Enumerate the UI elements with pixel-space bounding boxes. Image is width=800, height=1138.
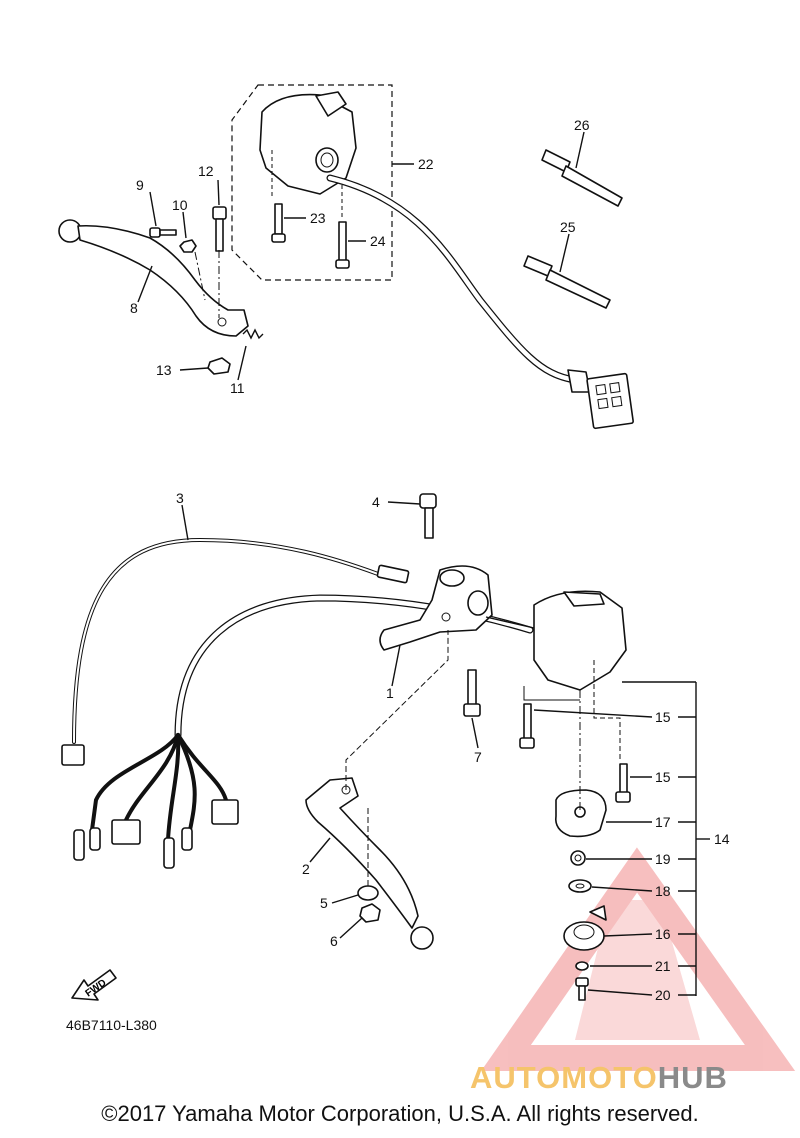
lever-holder-1: [379, 565, 493, 651]
cable-tie-26: [541, 149, 623, 207]
part-label-9: 9: [136, 177, 144, 193]
part-label-4: 4: [372, 494, 380, 510]
part-label-16: 16: [655, 926, 671, 942]
leader-lines: [137, 131, 710, 996]
watermark-text-2: HUB: [657, 1060, 728, 1095]
washer-19: [570, 850, 586, 866]
part-label-25: 25: [560, 219, 576, 235]
bolt-12: [212, 206, 227, 252]
connector-22: [567, 369, 634, 430]
part-label-2: 2: [302, 861, 310, 877]
part-label-14: 14: [714, 831, 730, 847]
part-label-17: 17: [655, 814, 671, 830]
part-label-24: 24: [370, 233, 386, 249]
switch-housing-14: [485, 590, 627, 691]
part-label-12: 12: [198, 163, 214, 179]
part-label-21: 21: [655, 958, 671, 974]
part-label-7: 7: [474, 749, 482, 765]
part-label-11: 11: [230, 380, 245, 396]
part-label-20: 20: [655, 987, 671, 1003]
screw-15-b: [615, 763, 631, 803]
collar-5: [357, 885, 379, 901]
watermark-brand: AUTOMOTOHUB: [470, 1060, 728, 1096]
screw-23: [271, 203, 286, 243]
screw-24: [335, 221, 350, 269]
switch-22-cable: [326, 174, 579, 384]
fwd-arrow-icon: FWD: [71, 969, 117, 1001]
cable-3-end-fitting: [61, 564, 410, 766]
spring-11: [242, 328, 264, 340]
nut-13: [207, 357, 231, 375]
diagram-code: 46B7110-L380: [66, 1017, 157, 1033]
lever-2: [305, 777, 434, 950]
part-label-8: 8: [130, 300, 138, 316]
cable-3: [72, 537, 380, 744]
cable-tie-25: [523, 255, 611, 309]
watermark-text-1: AUTOMOTO: [470, 1060, 658, 1095]
part-label-22: 22: [418, 156, 434, 172]
watermark-logo: [481, 847, 796, 1071]
switch-housing-22: [259, 91, 357, 220]
part-label-5: 5: [320, 895, 328, 911]
harness-wires: [73, 733, 239, 869]
washer-18: [568, 879, 592, 893]
bolt-4: [419, 493, 437, 539]
screw-20: [575, 977, 589, 1001]
part-label-19: 19: [655, 851, 671, 867]
part-label-3: 3: [176, 490, 184, 506]
part-label-26: 26: [574, 117, 590, 133]
part-label-10: 10: [172, 197, 188, 213]
screw-15-a: [519, 703, 535, 749]
part-labels: 12 9 10 8 13 11 23 24 22 26 25 3 4 1 7 2…: [130, 117, 730, 1003]
part-label-15b: 15: [655, 769, 671, 785]
part-label-1: 1: [386, 685, 394, 701]
nut-10: [179, 239, 197, 253]
part-label-13: 13: [156, 362, 172, 378]
assembly-22-dashed-box: [231, 84, 393, 281]
bolt-9: [149, 227, 177, 238]
copyright-notice: ©2017 Yamaha Motor Corporation, U.S.A. A…: [101, 1101, 699, 1126]
part-label-15a: 15: [655, 709, 671, 725]
nut-6: [359, 903, 381, 923]
cam-17: [554, 789, 607, 838]
bolt-7: [463, 669, 481, 717]
roller-16: [563, 905, 607, 951]
washer-21: [575, 961, 589, 971]
part-label-6: 6: [330, 933, 338, 949]
part-label-23: 23: [310, 210, 326, 226]
part-label-18: 18: [655, 883, 671, 899]
